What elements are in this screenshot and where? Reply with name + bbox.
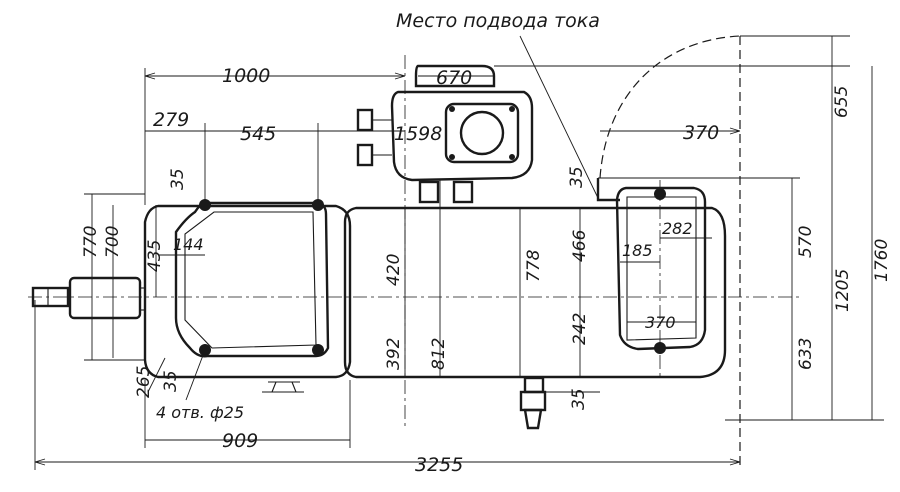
left-housing [143, 204, 352, 379]
dim-265: 265 [134, 366, 154, 398]
dim-420: 420 [384, 254, 404, 286]
dim-370-top: 370 [683, 122, 719, 144]
dim-3255: 3255 [415, 454, 463, 476]
swing-arc [599, 35, 741, 179]
bottom-fitting-left [262, 381, 304, 393]
gearbox-foot-right [452, 180, 474, 204]
dim-282: 282 [662, 219, 693, 238]
pump-port [459, 110, 505, 156]
dim-35-d: 35 [569, 388, 589, 410]
gearbox-lug-bottom [356, 143, 374, 167]
dim-1760: 1760 [872, 239, 892, 282]
bolt-hole-br [312, 344, 324, 356]
drain-fitting-top [523, 376, 545, 394]
dim-392: 392 [384, 338, 404, 370]
right-hatch-inner [626, 196, 697, 341]
dim-655: 655 [832, 86, 852, 118]
gearbox-body [390, 90, 534, 182]
left-cover-plate [174, 201, 330, 358]
dim-570: 570 [796, 226, 816, 258]
dim-770: 770 [81, 226, 101, 258]
dim-144: 144 [173, 235, 204, 254]
supply-bracket [596, 178, 620, 202]
dim-633: 633 [796, 338, 816, 370]
dim-545: 545 [240, 123, 276, 145]
dim-909: 909 [222, 430, 258, 452]
drain-fitting-body [519, 390, 547, 412]
dim-466: 466 [570, 229, 590, 262]
dim-35-c: 35 [567, 166, 587, 188]
dim-370-mid: 370 [645, 313, 676, 332]
drain-fitting-valve [523, 408, 543, 430]
main-tank-body [343, 206, 727, 379]
dim-242: 242 [570, 313, 590, 345]
left-cover-inner [184, 211, 317, 349]
dim-35-a: 35 [168, 168, 188, 190]
dim-1000: 1000 [222, 65, 270, 87]
dim-700: 700 [103, 226, 123, 258]
dim-670: 670 [436, 67, 472, 89]
holes-note: 4 отв. ф25 [156, 403, 244, 422]
current-supply-leader [519, 35, 599, 199]
pump-flange [444, 102, 520, 164]
gearbox-foot-left [418, 180, 440, 204]
dim-1598: 1598 [394, 123, 442, 145]
dim-185: 185 [622, 241, 653, 260]
dim-812: 812 [429, 338, 449, 370]
dim-35-b: 35 [161, 370, 181, 392]
coupling [68, 276, 142, 320]
current-supply-label: Место подвода тока [396, 10, 600, 32]
dim-778: 778 [524, 249, 544, 282]
right-hatch [615, 186, 707, 351]
gearbox-top-flange [414, 64, 496, 88]
dim-279: 279 [153, 109, 189, 131]
dim-435: 435 [145, 240, 165, 272]
dim-1205: 1205 [833, 269, 853, 312]
gearbox-lug-top [356, 108, 374, 132]
